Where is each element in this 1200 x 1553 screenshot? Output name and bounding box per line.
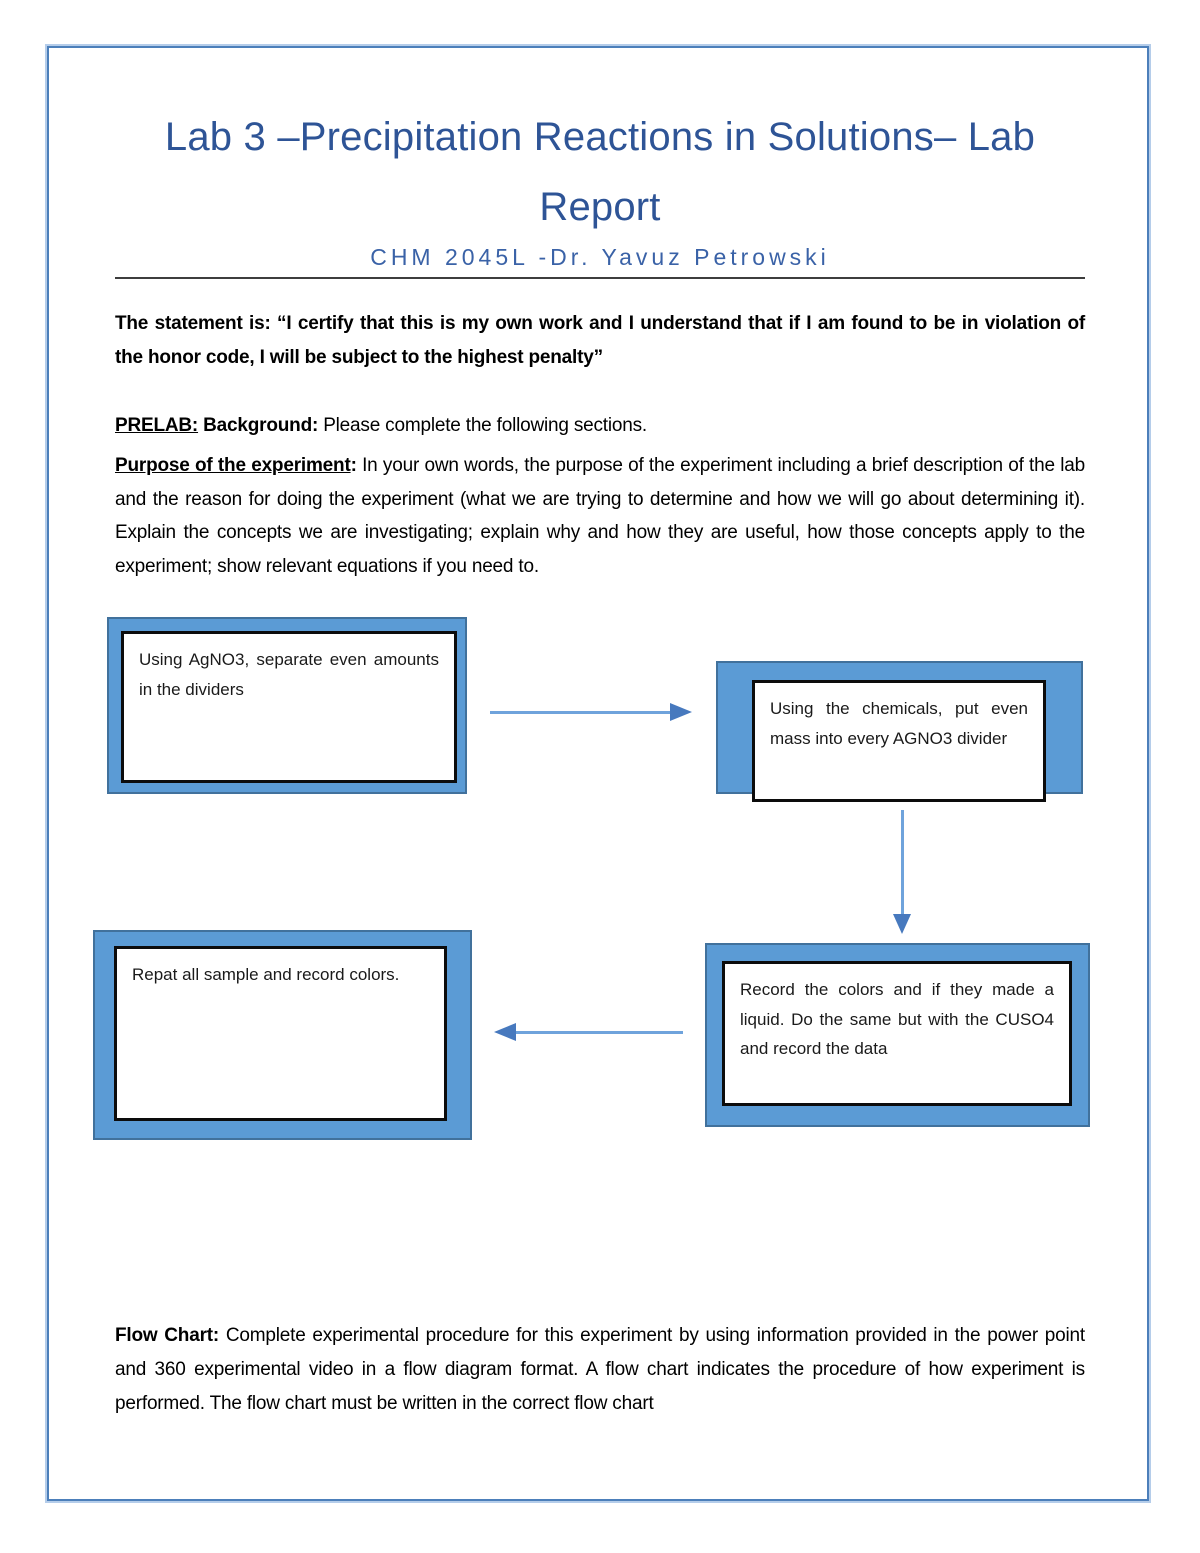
flowchart-step-4-box: Repat all sample and record colors. bbox=[93, 930, 472, 1140]
flowchart-step-1-text: Using AgNO3, separate even amounts in th… bbox=[121, 631, 457, 783]
purpose-colon: : bbox=[350, 455, 363, 476]
flowchart-step-4-text: Repat all sample and record colors. bbox=[114, 946, 447, 1121]
page-title: Lab 3 –Precipitation Reactions in Soluti… bbox=[164, 115, 1036, 229]
prelab-instruction: Please complete the following sections. bbox=[318, 415, 648, 436]
arrow-left-shaft bbox=[516, 1031, 683, 1034]
flowchart-step-2-text: Using the chemicals, put even mass into … bbox=[752, 680, 1046, 802]
flowchart-step-2-box: Using the chemicals, put even mass into … bbox=[716, 661, 1083, 802]
purpose-paragraph: Purpose of the experiment: In your own w… bbox=[115, 449, 1085, 583]
honor-code-statement: The statement is: “I certify that this i… bbox=[115, 313, 1085, 368]
title-divider-rule bbox=[115, 277, 1085, 279]
arrow-left-head-icon bbox=[494, 1023, 516, 1041]
purpose-body-text: In your own words, the purpose of the ex… bbox=[115, 455, 1085, 577]
prelab-background-label: Background: bbox=[198, 415, 319, 436]
arrow-down-head-icon bbox=[893, 914, 911, 934]
arrow-right-head-icon bbox=[670, 703, 692, 721]
flowchart-step-1-box: Using AgNO3, separate even amounts in th… bbox=[107, 617, 467, 794]
flowchart-instructions-paragraph: Flow Chart: Complete experimental proced… bbox=[115, 1319, 1085, 1421]
prelab-label: PRELAB: bbox=[115, 415, 199, 436]
arrow-down-shaft bbox=[901, 810, 904, 916]
flowchart-step-3-box: Record the colors and if they made a liq… bbox=[705, 943, 1090, 1127]
course-subtitle: CHM 2045L -Dr. Yavuz Petrowski bbox=[370, 244, 830, 270]
prelab-heading: PRELAB: Background: Please complete the … bbox=[115, 409, 1085, 443]
purpose-label: Purpose of the experiment bbox=[115, 455, 351, 476]
arrow-right-shaft bbox=[490, 711, 672, 714]
flowchart-label: Flow Chart: bbox=[115, 1325, 220, 1346]
flowchart-instructions-text: Complete experimental procedure for this… bbox=[115, 1325, 1086, 1414]
flowchart-step-3-text: Record the colors and if they made a liq… bbox=[722, 961, 1072, 1106]
